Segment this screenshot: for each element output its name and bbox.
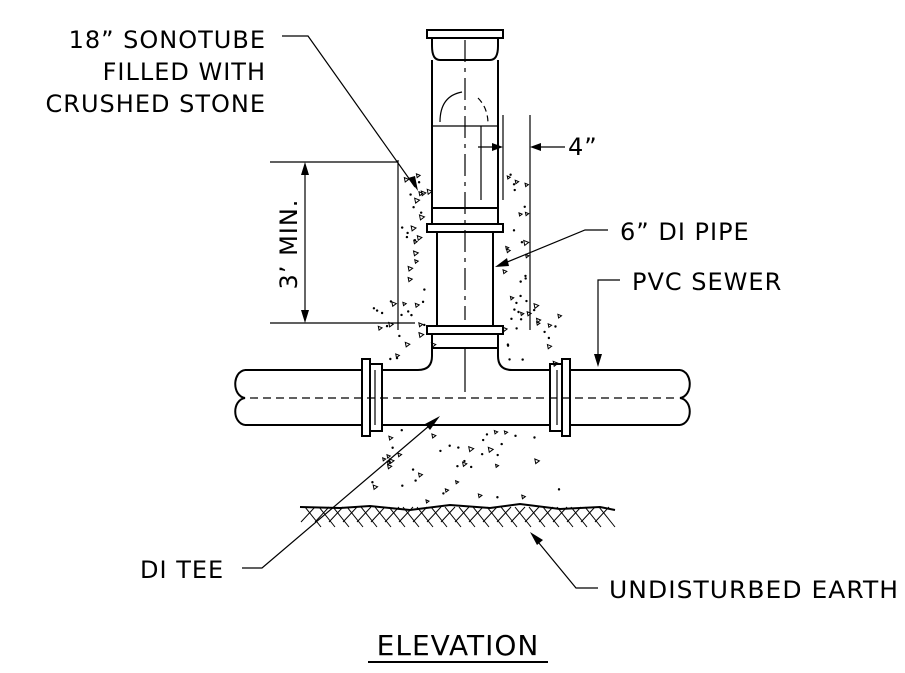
- label-depth: 3’ MIN.: [275, 199, 303, 290]
- middle-coupling: [426, 207, 504, 233]
- label-earth: UNDISTURBED EARTH: [609, 576, 899, 604]
- label-sonotube-line1: 18” SONOTUBE: [69, 26, 266, 54]
- left-coupling: [361, 358, 383, 437]
- depth-dimension: [270, 161, 415, 324]
- label-di-pipe: 6” DI PIPE: [620, 218, 750, 246]
- leader-pvc-sewer: [594, 279, 620, 367]
- sonotube-upper: [426, 29, 504, 208]
- di-tee: [382, 348, 550, 426]
- drawing-title: ELEVATION: [377, 629, 540, 662]
- label-sonotube-line3: CRUSHED STONE: [46, 90, 266, 118]
- leader-di-pipe: [495, 229, 608, 267]
- tee-top-flange: [426, 325, 504, 349]
- undisturbed-earth-hatch: [299, 502, 616, 528]
- di-pipe-vertical: [436, 40, 494, 326]
- leader-di-tee: [242, 416, 440, 569]
- pvc-sewer-pipe-right: [570, 369, 691, 426]
- crushed-stone-fill: [371, 173, 563, 504]
- leader-sonotube: [282, 35, 418, 191]
- pvc-sewer-pipe-left: [234, 369, 362, 426]
- leader-earth: [530, 532, 598, 589]
- label-sonotube-line2: FILLED WITH: [103, 58, 266, 86]
- sonotube-outline: [397, 150, 531, 330]
- label-gap: 4”: [568, 133, 598, 161]
- right-coupling: [549, 358, 571, 437]
- gap-dimension: [478, 115, 565, 200]
- label-pvc-sewer: PVC SEWER: [632, 268, 782, 296]
- label-di-tee: DI TEE: [140, 556, 224, 584]
